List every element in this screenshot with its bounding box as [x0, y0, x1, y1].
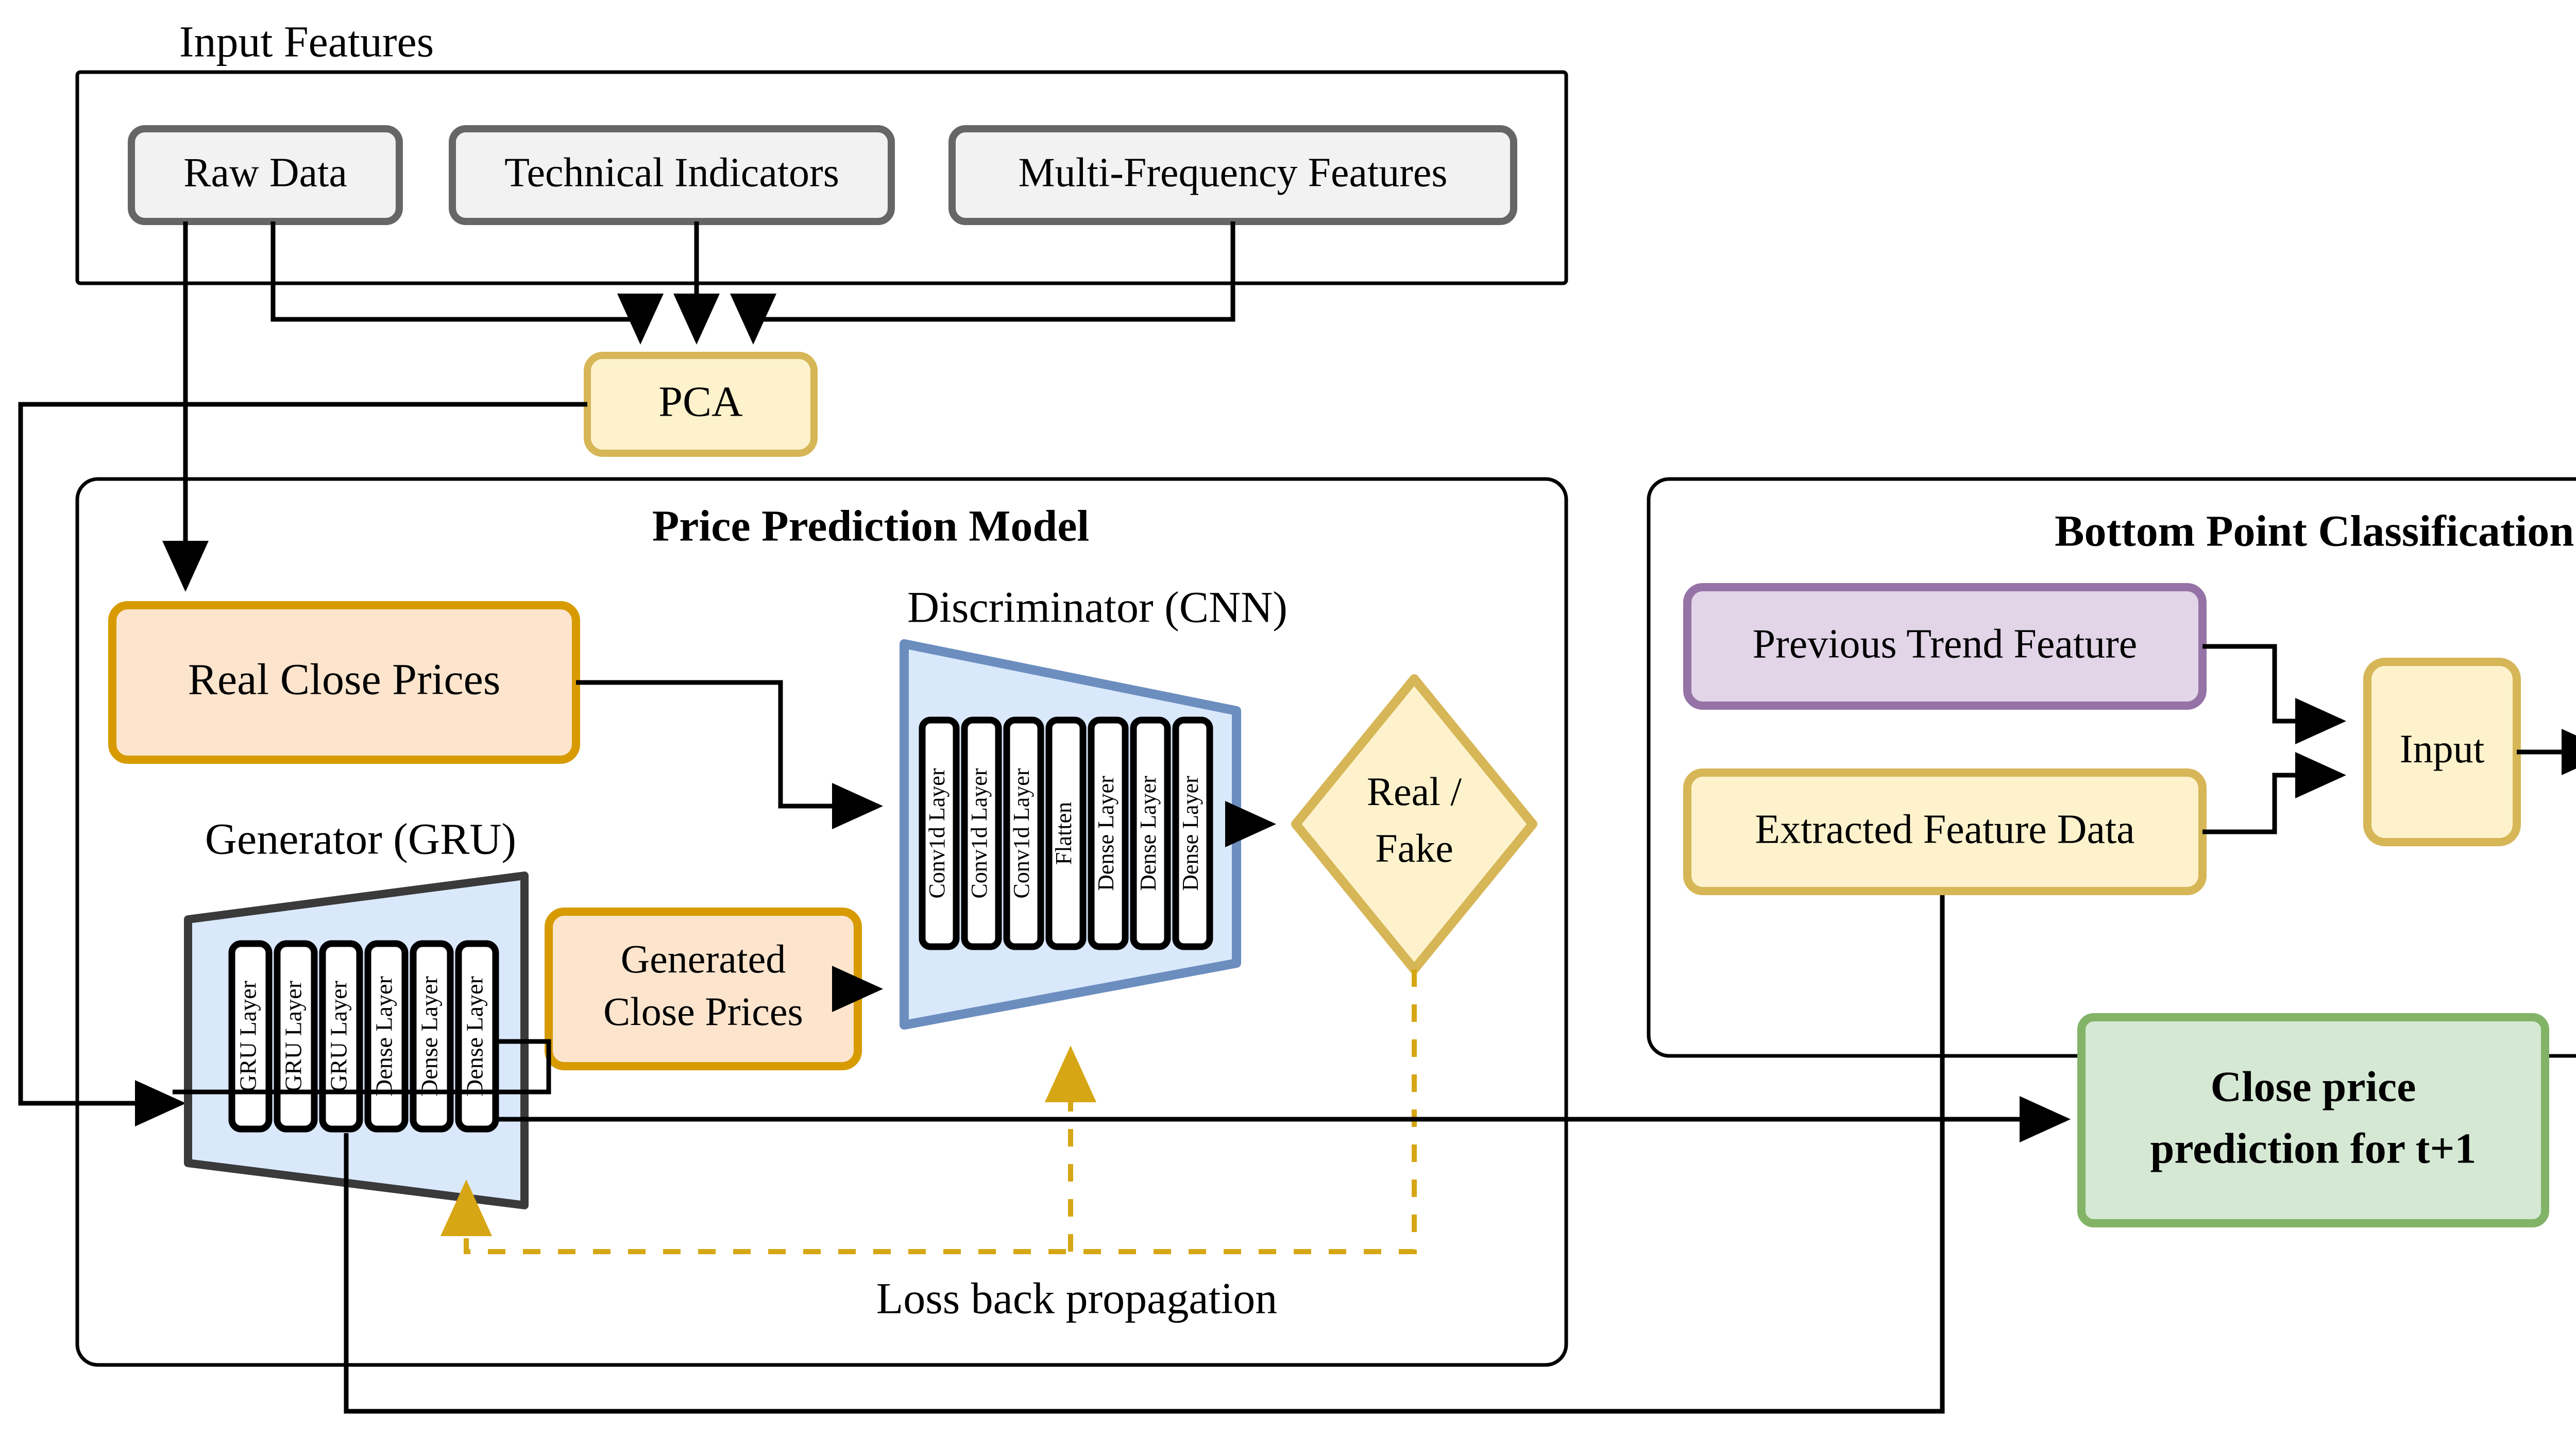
- pca-label: PCA: [658, 378, 743, 425]
- edge-generator-to-generated-close: [173, 1039, 551, 1095]
- discriminator-layer-slot[interactable]: [1130, 716, 1171, 950]
- close-price-output-box[interactable]: [2077, 1013, 2549, 1227]
- node-technical-indicators[interactable]: Technical Indicators: [449, 125, 895, 225]
- generator-layer-slot[interactable]: [410, 940, 454, 1133]
- edge-real-close-to-discriminator: [576, 680, 883, 829]
- previous-trend-feature-label: Previous Trend Feature: [1753, 621, 2138, 666]
- generated-close-prices-label-line2: Close Prices: [603, 989, 803, 1034]
- generator-layer-slot[interactable]: [274, 940, 318, 1133]
- generator-layer-label: Dense Layer: [371, 976, 397, 1097]
- real-close-prices-label: Real Close Prices: [188, 655, 501, 704]
- discriminator-layer-slot[interactable]: [1045, 716, 1087, 950]
- discriminator-layer-stack: Conv1d Layer Conv1d Layer Conv1d Layer F…: [919, 716, 1213, 950]
- generator-layer-slot[interactable]: [319, 940, 363, 1133]
- generator-layer-slot[interactable]: [364, 940, 409, 1133]
- discriminator-layer-label: Conv1d Layer: [967, 768, 992, 898]
- node-previous-trend-feature[interactable]: Previous Trend Feature: [1683, 583, 2207, 710]
- generator-title: Generator (GRU): [205, 814, 516, 864]
- edge-pca-to-generator: [18, 402, 587, 1126]
- discriminator-layer-label: Flatten: [1051, 802, 1076, 865]
- generator-layer-slot[interactable]: [455, 940, 499, 1133]
- node-multi-frequency-features[interactable]: Multi-Frequency Features: [948, 125, 1517, 225]
- edge-loss-to-generator: [440, 969, 1417, 1254]
- price-prediction-group-box: [75, 477, 1568, 1367]
- discriminator-layer-slot[interactable]: [961, 716, 1002, 950]
- real-fake-label-line1: Real /: [1367, 769, 1462, 814]
- discriminator-layer-slot[interactable]: [919, 716, 960, 950]
- input-features-group-title: Input Features: [179, 17, 434, 66]
- edge-rawdata-to-pca: [270, 221, 664, 345]
- generator-layer-label: GRU Layer: [326, 981, 352, 1092]
- node-pca[interactable]: PCA: [584, 352, 818, 457]
- close-price-output-line2: prediction for t+1: [2150, 1124, 2477, 1172]
- extracted-feature-data-label: Extracted Feature Data: [1755, 807, 2134, 852]
- discriminator-layer-label: Dense Layer: [1178, 776, 1203, 891]
- node-generated-close-prices[interactable]: Generated Close Prices: [545, 908, 862, 1070]
- price-prediction-group-title: Price Prediction Model: [652, 501, 1090, 551]
- generated-close-prices-label-line1: Generated: [621, 936, 786, 981]
- real-fake-diamond[interactable]: [1291, 674, 1537, 974]
- discriminator-layer-label: Dense Layer: [1136, 776, 1161, 891]
- edge-multifreq-to-pca: [730, 221, 1235, 345]
- raw-data-label: Raw Data: [183, 150, 347, 195]
- generator-layer-label: Dense Layer: [416, 976, 443, 1097]
- loss-back-propagation-label: Loss back propagation: [876, 1274, 1278, 1323]
- node-real-close-prices[interactable]: Real Close Prices: [108, 601, 580, 764]
- discriminator-layer-label: Conv1d Layer: [924, 768, 950, 898]
- edge-extracted-feature-to-input: [2202, 752, 2346, 834]
- node-generator-gru[interactable]: GRU Layer GRU Layer GRU Layer Dense Laye…: [184, 871, 529, 1209]
- node-classifier-input[interactable]: Input: [2363, 658, 2521, 846]
- discriminator-layer-slot[interactable]: [1003, 716, 1044, 950]
- close-price-output-line1: Close price: [2211, 1063, 2416, 1110]
- edge-generator-to-extracted-feature-data: [344, 840, 1965, 1414]
- bottom-point-group-title: Bottom Point Classification Model: [2055, 506, 2576, 556]
- discriminator-layer-label: Dense Layer: [1093, 776, 1118, 891]
- input-features-group-box: [75, 70, 1568, 285]
- discriminator-layer-slot[interactable]: [1172, 716, 1213, 950]
- raw-data-box[interactable]: [128, 125, 403, 225]
- node-real-fake-decision[interactable]: Real / Fake: [1291, 674, 1537, 974]
- real-fake-label-line2: Fake: [1375, 826, 1453, 870]
- node-discriminator-cnn[interactable]: Conv1d Layer Conv1d Layer Conv1d Layer F…: [900, 639, 1241, 1030]
- edge-previous-trend-to-input: [2202, 644, 2346, 744]
- generator-layer-label: Dense Layer: [462, 976, 488, 1097]
- multi-frequency-features-label: Multi-Frequency Features: [1018, 150, 1447, 195]
- discriminator-layer-label: Conv1d Layer: [1009, 768, 1034, 898]
- generator-layer-label: GRU Layer: [280, 981, 307, 1092]
- technical-indicators-box[interactable]: [449, 125, 895, 225]
- generator-layer-stack: GRU Layer GRU Layer GRU Layer Dense Laye…: [228, 940, 499, 1133]
- node-close-price-output[interactable]: Close price prediction for t+1: [2077, 1013, 2549, 1227]
- discriminator-layer-slot[interactable]: [1088, 716, 1129, 950]
- generator-layer-label: GRU Layer: [235, 981, 261, 1092]
- generator-layer-slot[interactable]: [228, 940, 273, 1133]
- discriminator-title: Discriminator (CNN): [907, 583, 1287, 632]
- technical-indicators-label: Technical Indicators: [504, 150, 839, 195]
- node-extracted-feature-data[interactable]: Extracted Feature Data: [1683, 768, 2207, 895]
- node-raw-data[interactable]: Raw Data: [128, 125, 403, 225]
- classifier-input-label: Input: [2400, 726, 2485, 771]
